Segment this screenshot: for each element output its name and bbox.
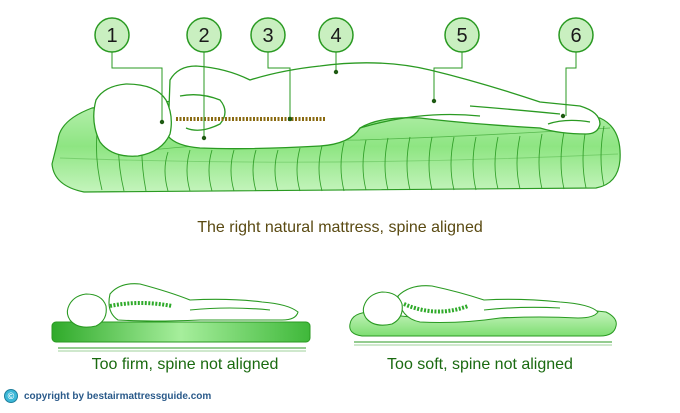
caption-too-soft: Too soft, spine not aligned <box>387 356 573 373</box>
marker-4-label: 4 <box>330 25 341 47</box>
firm-mattress <box>51 321 311 352</box>
caption-main: The right natural mattress, spine aligne… <box>197 219 483 236</box>
marker-2: 2 <box>186 17 222 53</box>
marker-3-label: 3 <box>262 25 273 47</box>
soft-spine-line <box>403 302 469 314</box>
copyright-notice: © copyright by bestairmattressguide.com <box>4 388 211 404</box>
copyright-icon: © <box>4 389 18 403</box>
marker-2-label: 2 <box>198 25 209 47</box>
marker-6-label: 6 <box>570 25 581 47</box>
marker-6: 6 <box>558 17 594 53</box>
marker-1: 1 <box>94 17 130 53</box>
firm-body-figure <box>66 283 299 328</box>
main-body-figure <box>93 62 601 157</box>
marker-5: 5 <box>444 17 480 53</box>
marker-leaders <box>111 52 577 136</box>
marker-4: 4 <box>318 17 354 53</box>
firm-spine-line <box>109 301 173 308</box>
marker-5-label: 5 <box>456 25 467 47</box>
marker-3: 3 <box>250 17 286 53</box>
soft-body-figure <box>362 285 599 326</box>
marker-1-label: 1 <box>106 25 117 47</box>
marker-points <box>159 69 566 141</box>
caption-too-firm: Too firm, spine not aligned <box>91 356 279 373</box>
copyright-text: copyright by bestairmattressguide.com <box>24 390 212 402</box>
